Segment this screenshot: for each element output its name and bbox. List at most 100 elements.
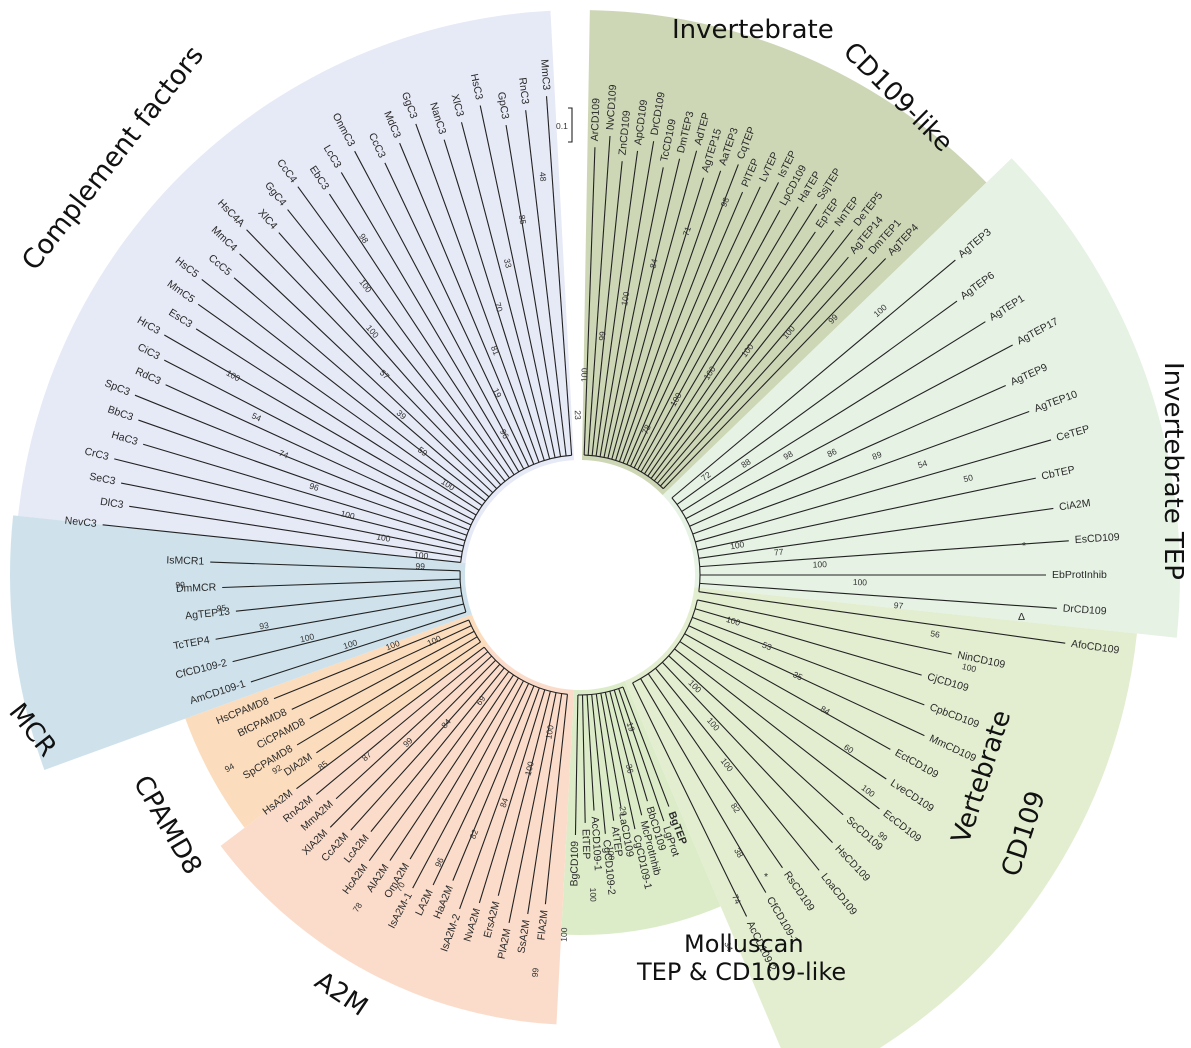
branch-PlTEP bbox=[626, 191, 744, 465]
branch-CcC4 bbox=[297, 186, 510, 479]
branch-HsA2M bbox=[296, 646, 485, 790]
support-value: 54 bbox=[250, 410, 263, 423]
taxon-label: NvCD109 bbox=[604, 84, 619, 130]
taxon-label: SeC3 bbox=[88, 471, 116, 488]
triangle-marker-ebprotinhib: Δ bbox=[1018, 611, 1025, 623]
branch-IsA2M-1 bbox=[412, 680, 524, 889]
taxon-label: CiA2M bbox=[1058, 497, 1091, 513]
support-value: 98 bbox=[718, 196, 731, 209]
branch-HsCD109 bbox=[661, 661, 833, 844]
branch-CfCD109-2 bbox=[232, 603, 464, 663]
taxon-label: SsA2M bbox=[516, 919, 533, 954]
support-value: 100 bbox=[729, 539, 745, 551]
branch-XlC4 bbox=[278, 232, 502, 486]
branch-LgProt bbox=[618, 688, 665, 822]
tree-center bbox=[472, 467, 688, 683]
clade-label-molluscan-line2: TEP & CD109-like bbox=[636, 958, 846, 986]
branch-HaC3 bbox=[142, 443, 466, 542]
branch-IsMCR1 bbox=[210, 561, 461, 572]
branch-ArCD109 bbox=[583, 147, 596, 456]
taxon-label: XlC3 bbox=[449, 93, 466, 118]
branch-MmA2M bbox=[335, 655, 492, 800]
branch-MmC5 bbox=[197, 303, 483, 507]
clade-arc bbox=[671, 497, 701, 592]
support-value: 99 bbox=[415, 561, 425, 571]
branch-AaTEP3 bbox=[618, 170, 722, 462]
branch-GgC3 bbox=[415, 123, 540, 463]
branch-DlA2M bbox=[316, 641, 481, 754]
support-value: 56 bbox=[930, 628, 941, 640]
asterisk-marker-bgtep: * bbox=[764, 871, 768, 883]
support-value: 78 bbox=[640, 423, 653, 436]
branch-CbTEP bbox=[697, 477, 1036, 551]
branch-CeTEP bbox=[695, 439, 1052, 543]
clade-arc bbox=[468, 619, 481, 643]
branch-TcTEP4 bbox=[215, 595, 462, 640]
branch-LcA2M bbox=[370, 667, 505, 832]
branch-CjCD109 bbox=[695, 608, 922, 676]
branch-AgTEP9 bbox=[689, 384, 1006, 527]
branch-HcA2M bbox=[368, 671, 510, 862]
support-value: 96 bbox=[498, 427, 511, 440]
clade-arc bbox=[459, 570, 467, 613]
clade-background-invert_cd109 bbox=[582, 10, 987, 496]
branch-AgTEP14 bbox=[657, 256, 849, 484]
branch-GgC4 bbox=[287, 209, 506, 482]
taxon-label: AcCD109-1 bbox=[589, 816, 604, 871]
branch-CgCD109-1 bbox=[604, 692, 636, 830]
branch-NevC3 bbox=[102, 524, 461, 564]
branch-DrCD109 bbox=[699, 582, 1057, 609]
support-value: 35 bbox=[791, 669, 804, 682]
clade-background-mcr bbox=[10, 515, 472, 770]
tree-branches bbox=[102, 96, 1069, 923]
branch-FlA2M bbox=[544, 694, 569, 905]
support-value: 36 bbox=[624, 763, 636, 775]
support-value: 100 bbox=[384, 638, 401, 653]
taxon-label: ZnCD109 bbox=[617, 110, 634, 156]
support-value: 89 bbox=[871, 449, 884, 462]
branch-HsC5 bbox=[201, 279, 486, 502]
branch-BfCPAMD8 bbox=[291, 625, 472, 710]
clade-background-a2m bbox=[220, 644, 574, 1025]
clade-label-molluscan-line1: Molluscan bbox=[684, 930, 804, 958]
branch-SpC3 bbox=[134, 394, 469, 531]
clade-background-molluscan bbox=[561, 680, 721, 935]
branch-NinCD109 bbox=[697, 599, 952, 655]
branch-EctCD109 bbox=[684, 633, 891, 750]
branch-LA2M bbox=[432, 683, 530, 886]
support-value: 100 bbox=[523, 760, 536, 776]
clade-label-invert-cd109-line1: Invertebrate bbox=[672, 15, 834, 45]
taxon-label: ArCD109 bbox=[589, 98, 603, 142]
branch-CiC3 bbox=[163, 359, 474, 521]
branch-ErsA2M bbox=[497, 691, 551, 896]
taxon-label: RnC3 bbox=[516, 77, 531, 105]
support-value: 99 bbox=[175, 580, 185, 590]
support-value: 84 bbox=[648, 258, 660, 270]
branch-ApCD109 bbox=[595, 150, 639, 457]
branch-NvCD109 bbox=[587, 135, 611, 456]
support-value: 82 bbox=[468, 828, 481, 841]
taxon-label: HsC3 bbox=[468, 73, 485, 101]
branch-CpbCD109 bbox=[692, 616, 925, 706]
support-value: 100 bbox=[342, 637, 359, 651]
clade-arc bbox=[632, 599, 698, 684]
support-value: 100 bbox=[559, 927, 570, 942]
support-value: 34 bbox=[722, 940, 735, 953]
branch-McProtInhib bbox=[609, 691, 643, 816]
support-value: 53 bbox=[761, 640, 774, 653]
support-value: 100 bbox=[725, 614, 742, 628]
branch-LoaCD109 bbox=[655, 667, 820, 871]
branch-LvTEP bbox=[630, 186, 761, 467]
branch-LpCD109 bbox=[637, 209, 781, 471]
support-value: 100 bbox=[619, 291, 631, 307]
taxon-label: EtTEP bbox=[580, 829, 593, 860]
branch-AgTEP13 bbox=[235, 586, 461, 612]
support-value: 95 bbox=[216, 603, 227, 614]
branch-AlA2M bbox=[389, 674, 514, 861]
taxon-label: GpC3 bbox=[495, 91, 511, 120]
branch-RnC3 bbox=[525, 110, 567, 456]
clade-arc bbox=[460, 454, 572, 563]
support-value: 100 bbox=[579, 367, 590, 382]
taxon-label: DrCD109 bbox=[1062, 603, 1107, 618]
